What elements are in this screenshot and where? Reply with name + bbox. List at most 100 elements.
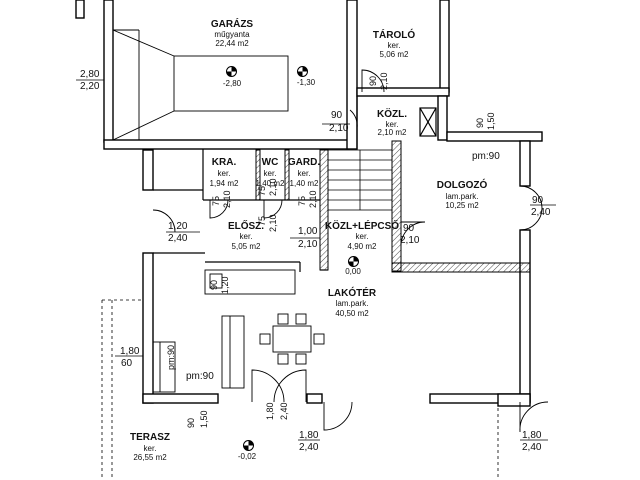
door-tarolo <box>361 69 385 93</box>
dim-kozl-door-h: 2,10 <box>329 123 349 134</box>
dim-south-win-h: 1,50 <box>199 410 209 428</box>
room-area-kozl-lepcso: 4,90 m2 <box>347 242 377 251</box>
dim-elosz-door-w: 75 <box>257 215 267 226</box>
room-floor-kozl-lepcso: ker. <box>355 232 369 241</box>
wall-south-2 <box>306 393 323 404</box>
room-area-kra: 1,94 m2 <box>209 179 239 188</box>
walls <box>75 0 543 407</box>
door-terrace-2 <box>273 369 307 403</box>
interior-walls <box>153 96 437 272</box>
ramp-line-2 <box>112 110 175 141</box>
dim-kra-door-h: 2,10 <box>222 190 232 208</box>
room-name-kozl-lepcso: KÖZL+LÉPCSŐ <box>324 221 400 232</box>
dim-garage-gate-w: 2,80 <box>80 69 100 80</box>
dim-pm-kitchen: pm:90 <box>186 371 214 382</box>
door-entry <box>152 209 176 233</box>
dim-tarolo-door-h: 2,10 <box>379 72 389 90</box>
wall-storage-east <box>439 0 450 93</box>
dim-pm-west: pm:90 <box>166 344 176 370</box>
dim-garage-gate-h: 2,20 <box>80 81 100 92</box>
wall-kozl-east <box>437 95 448 141</box>
room-area-kozl: 2,10 m2 <box>377 128 407 137</box>
room-floor-tarolo: ker. <box>387 41 401 50</box>
room-floor-kra: ker. <box>217 169 231 178</box>
wall-garage-west <box>103 0 114 143</box>
room-name-gard: GARD. <box>287 157 321 168</box>
room-area-terasz: 26,55 m2 <box>133 453 167 462</box>
room-name-garazs: GARÁZS <box>210 19 254 30</box>
room-area-garazs: 22,44 m2 <box>215 39 249 48</box>
level-terasz: -0,02 <box>237 452 257 461</box>
chair <box>295 313 307 325</box>
wall-east-lower <box>519 229 531 403</box>
doors <box>152 69 549 433</box>
kitchen-island <box>221 315 245 389</box>
dining-set <box>259 313 325 365</box>
room-name-tarolo: TÁROLÓ <box>372 30 416 41</box>
west-bay <box>152 341 176 393</box>
level-garazs-right: -1,30 <box>296 78 316 87</box>
dim-dolgozo-win-h: 2,40 <box>531 207 551 218</box>
dim-terrace-door1-w: 1,80 <box>299 430 319 441</box>
room-area-lakoter: 40,50 m2 <box>335 309 369 318</box>
dim-dolgozo-win-w: 90 <box>532 195 544 206</box>
level-marker <box>348 256 359 267</box>
dim-kitchen-win-h: 1,20 <box>220 276 230 294</box>
room-floor-garazs: műgyanta <box>214 30 250 39</box>
dim-kozl-open-w: 1,00 <box>298 226 318 237</box>
room-floor-dolgozo: lam.park. <box>445 192 479 201</box>
dim-dolgozo-door-h: 2,10 <box>400 235 420 246</box>
kitchen-counter <box>204 269 296 295</box>
dim-west-win-w: 1,80 <box>120 346 140 357</box>
room-floor-kozl: ker. <box>385 120 399 129</box>
room-area-tarolo: 5,06 m2 <box>379 50 409 59</box>
room-area-gard: 1,40 m2 <box>289 179 319 188</box>
dim-entry-h: 2,40 <box>168 233 188 244</box>
dim-terrace-door3-w: 1,80 <box>522 430 542 441</box>
chair <box>277 353 289 365</box>
chair <box>295 353 307 365</box>
dim-south-win-w: 90 <box>186 417 196 428</box>
sink <box>209 273 223 289</box>
hatch-dolgozo-west <box>391 140 402 272</box>
terrace-outline <box>101 20 499 480</box>
dim-terrace-door3-h: 2,40 <box>522 442 542 453</box>
room-floor-terasz: ker. <box>143 444 157 453</box>
dining-table <box>272 325 312 353</box>
room-name-lakoter: LAKÓTÉR <box>327 288 377 299</box>
chair <box>277 313 289 325</box>
chair <box>313 333 325 345</box>
door-terrace-1 <box>251 369 285 403</box>
level-marker <box>297 66 308 77</box>
door-elosz <box>263 199 283 219</box>
car-outline <box>173 55 289 112</box>
dim-pm-dolgozo: pm:90 <box>472 151 500 162</box>
room-floor-eloszoba: ker. <box>239 232 253 241</box>
bay-window <box>152 341 176 393</box>
room-floor-wc: ker. <box>263 169 277 178</box>
wall-north-stub <box>75 0 85 19</box>
door-terrace-3 <box>323 401 353 431</box>
door-terrace-4 <box>519 401 549 433</box>
dim-wc-door-h: 2,10 <box>268 178 278 196</box>
room-name-eloszoba: ELŐSZ. <box>227 221 265 232</box>
hatch-stair-west <box>319 149 329 271</box>
garage-fixtures <box>112 29 289 141</box>
wall-north-east <box>446 131 543 142</box>
room-name-kra: KRA. <box>211 157 237 168</box>
wall-east <box>519 140 531 187</box>
dim-kra-door-w: 75 <box>211 195 221 206</box>
level-lakoter: 0,00 <box>345 267 361 276</box>
room-name-kozl: KÖZL. <box>377 109 407 120</box>
level-marker <box>243 440 254 451</box>
wall-garage-east <box>346 0 358 150</box>
room-name-dolgozo: DOLGOZÓ <box>436 180 488 191</box>
room-floor-lakoter: lam.park. <box>335 299 369 308</box>
dim-east-upper-w: 90 <box>475 117 485 128</box>
door-dolgozo <box>400 221 426 247</box>
ramp-line-1 <box>112 29 175 57</box>
dim-entry-w: 1,20 <box>168 221 188 232</box>
hatch-dolgozo-south <box>391 262 531 273</box>
room-name-wc: WC <box>261 157 279 168</box>
